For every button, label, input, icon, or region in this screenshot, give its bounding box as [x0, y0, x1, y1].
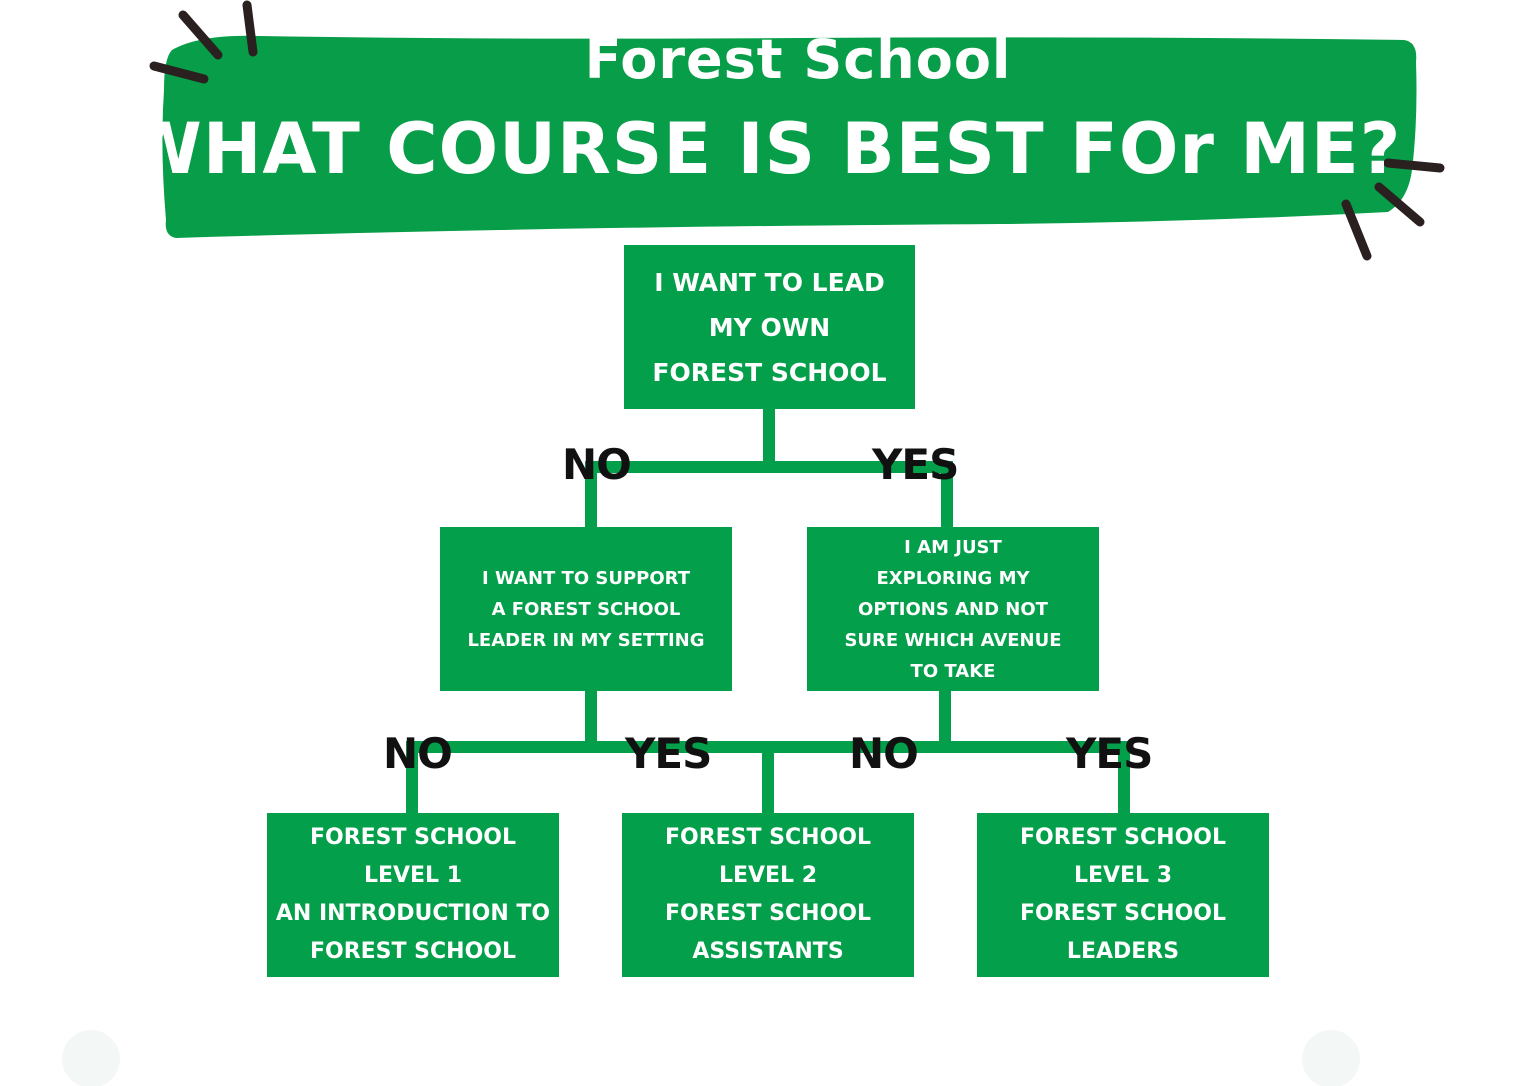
node-text-line: FOREST SCHOOL — [1019, 901, 1227, 926]
title-banner — [149, 0, 1445, 261]
node-text-line: FOREST SCHOOL — [309, 825, 517, 850]
banner-subtitle: Forest School — [584, 28, 1012, 91]
banner-brush-shape — [162, 35, 1417, 239]
edge-label-root-no: NO — [562, 440, 632, 489]
faint-decoration-right — [1302, 1030, 1360, 1086]
node-text-line: I WANT TO LEAD — [654, 267, 885, 297]
node-text-line: MY OWN — [708, 312, 831, 342]
node-text-line: A FOREST SCHOOL — [491, 598, 681, 620]
node-text-line: TO TAKE — [910, 660, 996, 682]
banner-title: WHAT COURSE IS BEST FOr ME? — [124, 108, 1402, 190]
node-text-line: EXPLORING MY — [876, 567, 1030, 589]
node-text-line: ASSISTANTS — [692, 939, 844, 964]
node-text-line: FOREST SCHOOL — [664, 825, 872, 850]
tick-mark — [149, 61, 209, 84]
node-text-line: I AM JUST — [904, 536, 1002, 558]
tick-marks-top-left — [149, 0, 258, 84]
tick-mark — [242, 0, 258, 57]
node-text-line: FOREST SCHOOL — [309, 939, 517, 964]
node-text-line: LEVEL 1 — [363, 863, 463, 888]
node-text-line: FOREST SCHOOL — [652, 357, 887, 387]
node-text-line: FOREST SCHOOL — [664, 901, 872, 926]
node-text-line: FOREST SCHOOL — [1019, 825, 1227, 850]
node-text-line: AN INTRODUCTION TO — [275, 901, 551, 926]
node-support-leader: I WANT TO SUPPORT A FOREST SCHOOL LEADER… — [440, 527, 732, 691]
node-text-line: I WANT TO SUPPORT — [482, 567, 690, 589]
edge-label-support-yes: YES — [625, 729, 712, 778]
edge-label-exploring-no: NO — [849, 729, 919, 778]
tick-mark — [1383, 158, 1445, 173]
faint-decoration-left — [62, 1030, 120, 1086]
tick-mark — [178, 10, 223, 60]
edge-label-exploring-yes: YES — [1066, 729, 1153, 778]
node-text-line: OPTIONS AND NOT — [858, 598, 1048, 620]
edge-label-support-no: NO — [383, 729, 453, 778]
tick-marks-bottom-right — [1341, 158, 1445, 261]
node-level-1: FOREST SCHOOL LEVEL 1 AN INTRODUCTION TO… — [267, 813, 559, 977]
edge-label-root-yes: YES — [872, 440, 959, 489]
node-text-line: LEVEL 3 — [1073, 863, 1173, 888]
node-level-2: FOREST SCHOOL LEVEL 2 FOREST SCHOOL ASSI… — [622, 813, 914, 977]
node-exploring-options: I AM JUST EXPLORING MY OPTIONS AND NOT S… — [807, 527, 1099, 691]
node-level-3: FOREST SCHOOL LEVEL 3 FOREST SCHOOL LEAD… — [977, 813, 1269, 977]
node-text-line: SURE WHICH AVENUE — [844, 629, 1062, 651]
node-text-line: LEADERS — [1066, 939, 1180, 964]
node-text-line: LEADER IN MY SETTING — [467, 629, 705, 651]
node-text-line: LEVEL 2 — [718, 863, 818, 888]
node-lead-own-forest-school: I WANT TO LEAD MY OWN FOREST SCHOOL — [624, 245, 915, 409]
tick-mark — [1341, 199, 1372, 261]
tick-mark — [1374, 182, 1425, 227]
